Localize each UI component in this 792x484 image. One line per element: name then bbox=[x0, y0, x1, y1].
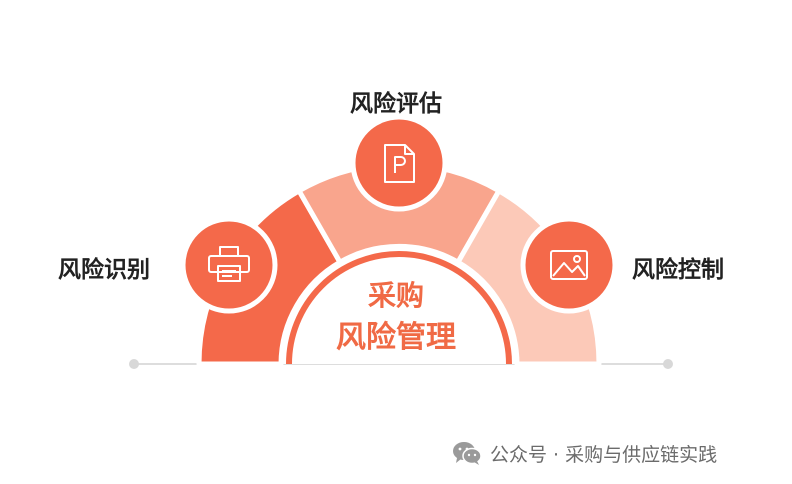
document-p-icon bbox=[384, 144, 415, 183]
label-identify: 风险识别 bbox=[58, 257, 150, 283]
center-ring bbox=[281, 246, 517, 364]
center-outline bbox=[286, 251, 512, 365]
image-icon bbox=[550, 250, 588, 280]
baseline-left-dot bbox=[129, 359, 139, 369]
node-assess bbox=[350, 114, 448, 212]
label-assess: 风险评估 bbox=[350, 91, 442, 117]
baseline-right-dot bbox=[663, 359, 673, 369]
watermark-text: 公众号 · 采购与供应链实践 bbox=[490, 443, 718, 466]
printer-icon bbox=[208, 246, 250, 282]
node-control bbox=[520, 216, 618, 314]
wechat-icon bbox=[453, 442, 482, 465]
center-title-line1: 采购 bbox=[367, 279, 424, 312]
center-title-line2: 风险管理 bbox=[336, 320, 456, 355]
label-control: 风险控制 bbox=[632, 257, 724, 283]
watermark: 公众号 · 采购与供应链实践 bbox=[452, 438, 717, 468]
node-identify bbox=[180, 216, 278, 314]
